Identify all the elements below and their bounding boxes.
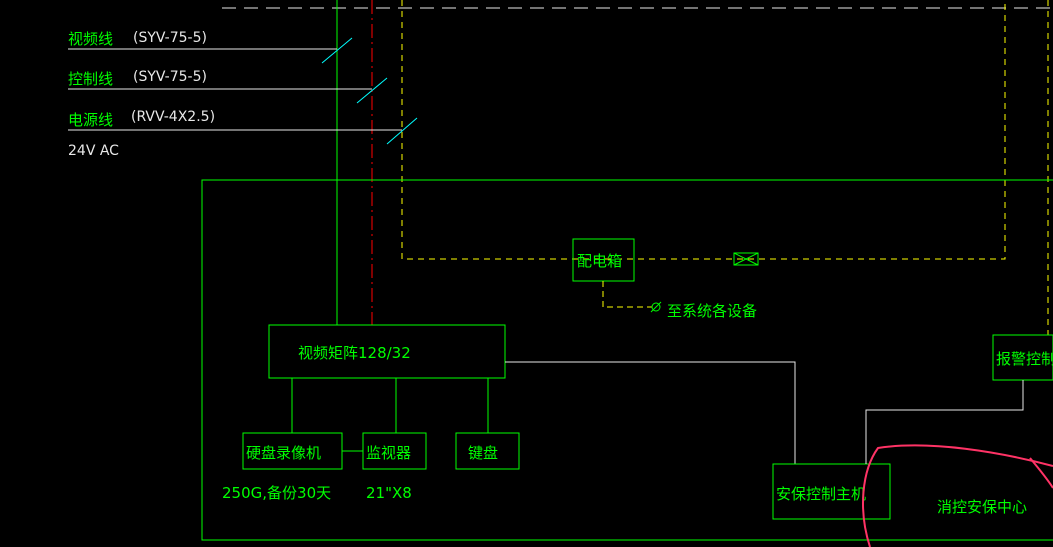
- monitor-spec: 21"X8: [366, 484, 412, 502]
- room-label: 消控安保中心: [937, 498, 1027, 516]
- legend-control-tick: [356, 77, 388, 104]
- legend-control-spec: (SYV-75-5): [133, 69, 207, 85]
- room-cloud-outline-2: [1029, 457, 1053, 489]
- legend-video-spec: (SYV-75-5): [133, 30, 207, 46]
- room-cloud-outline: [862, 444, 1053, 547]
- legend-control-label: 控制线: [68, 70, 113, 88]
- breaker-symbol: [733, 252, 759, 266]
- supply-dashed-line: [602, 281, 652, 308]
- video-matrix-box: [268, 324, 506, 379]
- video-matrix-label: 视频矩阵128/32: [298, 344, 411, 362]
- matrix-to-host-line: [505, 361, 796, 464]
- monitor-box: [362, 432, 427, 470]
- alarm-to-host-line: [865, 380, 1024, 464]
- legend-power-spec: (RVV-4X2.5): [131, 109, 215, 125]
- legend-power-note: 24V AC: [68, 143, 119, 159]
- dvr-label: 硬盘录像机: [246, 444, 321, 462]
- security-host-label: 安保控制主机: [776, 485, 866, 503]
- distribution-box-label: 配电箱: [577, 252, 622, 270]
- terminal-slash: [650, 301, 662, 313]
- keyboard-label: 键盘: [468, 444, 498, 462]
- alarm-controller-label: 报警控制器: [996, 350, 1053, 368]
- legend-video-label: 视频线: [68, 30, 113, 48]
- legend-video-tick: [321, 37, 353, 64]
- terminal-circle: [651, 302, 661, 312]
- security-host-box: [772, 463, 891, 520]
- yellow-dashed-boundary: [401, 0, 1006, 260]
- dvr-spec: 250G,备份30天: [222, 484, 331, 502]
- room-outline: [201, 179, 1053, 541]
- breaker-diag-2: [733, 252, 759, 266]
- keyboard-box: [455, 432, 520, 470]
- to-equipment-label: 至系统各设备: [667, 302, 757, 320]
- legend-power-label: 电源线: [68, 111, 113, 129]
- monitor-label: 监视器: [366, 444, 411, 462]
- legend-power-tick: [386, 117, 418, 145]
